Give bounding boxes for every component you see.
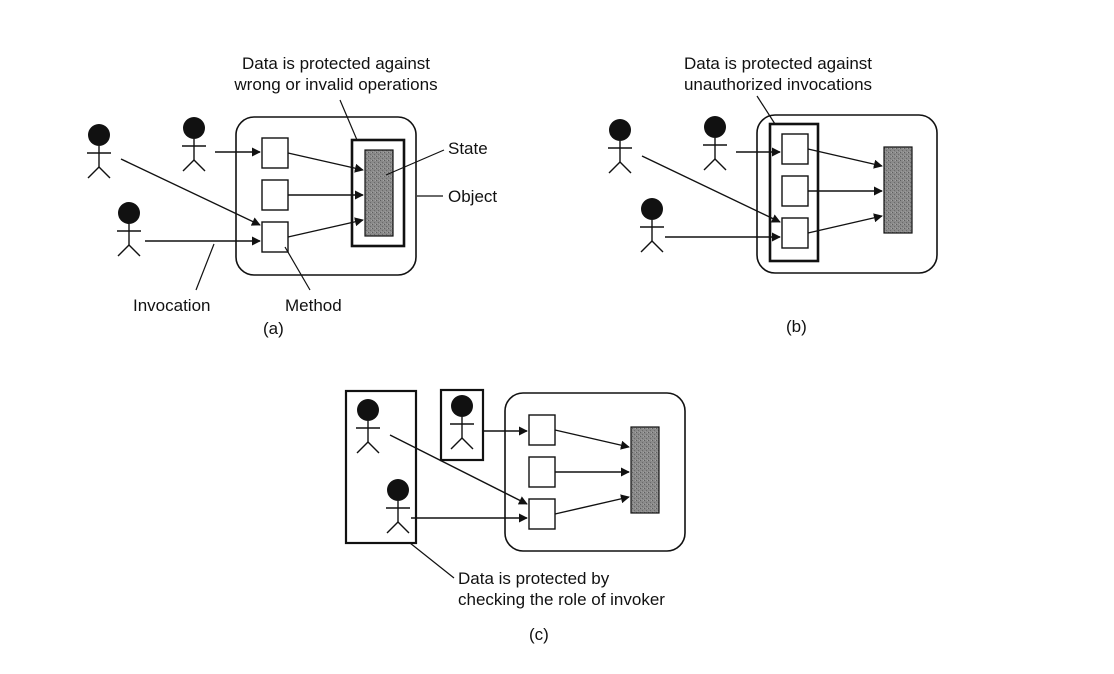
method-box (261, 179, 289, 211)
method-guard-box (768, 122, 820, 263)
object-box (756, 114, 938, 274)
panel-c-caption: (c) (529, 625, 549, 644)
arrow (554, 494, 630, 515)
state-block (883, 146, 913, 234)
actor-icon (87, 124, 111, 179)
actor-icon (182, 117, 206, 172)
method-box (528, 498, 556, 530)
panel-a-callout: Data is protected against wrong or inval… (208, 53, 464, 95)
invocation-arrow (120, 158, 261, 226)
method-box (261, 221, 289, 253)
state-block (630, 426, 660, 514)
actor-icon (640, 198, 664, 253)
method-box (528, 414, 556, 446)
actor-icon (608, 119, 632, 174)
panel-c-callout: Data is protected by checking the role o… (458, 568, 665, 610)
panel-b (608, 95, 938, 274)
method-box (261, 137, 289, 169)
state-leader (385, 149, 445, 176)
arrow (287, 217, 364, 238)
callout-line-2: wrong or invalid operations (234, 75, 438, 94)
callout-line-2: unauthorized invocations (683, 75, 873, 94)
state-label: State (448, 139, 488, 158)
arrow (554, 429, 630, 450)
callout-line-2: checking the role of invoker (458, 590, 665, 609)
invocation-label: Invocation (133, 296, 211, 315)
invocation-leader (195, 243, 215, 291)
method-box (781, 133, 809, 165)
arrow (287, 152, 364, 173)
actor-icon (386, 479, 410, 534)
role-group-box (439, 388, 485, 462)
method-label: Method (285, 296, 342, 315)
object-box (504, 392, 686, 552)
invocation-arrow (389, 434, 528, 505)
method-box (781, 175, 809, 207)
callout-leader (339, 99, 358, 141)
method-box (781, 217, 809, 249)
state-block (364, 149, 394, 237)
object-label: Object (448, 187, 498, 206)
panel-a (87, 99, 445, 291)
callout-line-1: Data is protected by (458, 569, 610, 588)
actor-icon (117, 202, 141, 257)
panel-b-callout: Data is protected against unauthorized i… (650, 53, 906, 95)
state-guard-box (350, 138, 406, 248)
arrow (807, 213, 883, 234)
callout-leader (409, 542, 455, 579)
panel-c (344, 388, 686, 579)
actor-icon (356, 399, 380, 454)
actor-icon (703, 116, 727, 171)
callout-line-1: Data is protected against (683, 54, 873, 73)
callout-leader (756, 95, 776, 125)
callout-line-1: Data is protected against (241, 54, 431, 73)
actor-icon (450, 395, 474, 450)
role-group-box (344, 389, 418, 545)
invocation-arrow (641, 155, 781, 223)
object-box (235, 116, 417, 276)
method-box (528, 456, 556, 488)
method-leader (284, 246, 311, 291)
panel-a-caption: (a) (263, 319, 284, 338)
arrow (807, 148, 883, 169)
panel-b-caption: (b) (786, 317, 807, 336)
